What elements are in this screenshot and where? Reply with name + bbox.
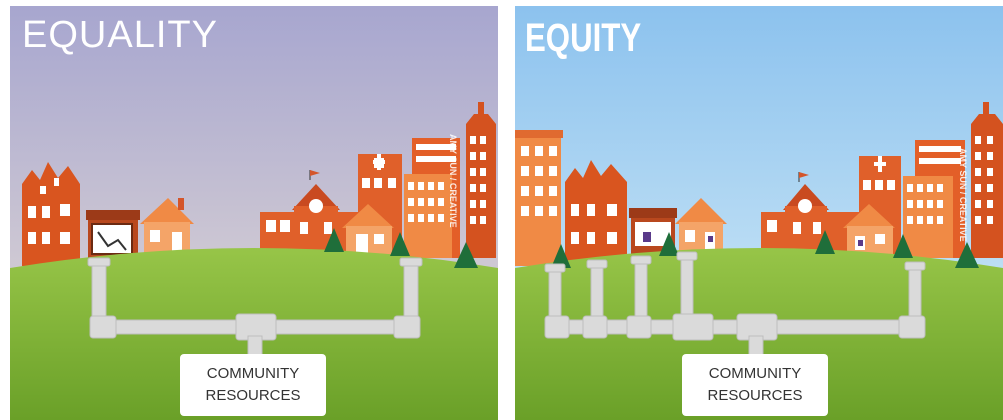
equality-panel: EQUALITY AMY SUN / CREATIVE COMMUNITY RE…: [10, 6, 498, 420]
resources-label-line2: RESOURCES: [205, 387, 301, 404]
pipe-network: [544, 251, 926, 357]
house: [675, 198, 727, 256]
resources-label-line1: COMMUNITY: [708, 365, 802, 382]
equity-illustration: [515, 6, 1003, 420]
apartment-tower: [515, 130, 563, 266]
artist-credit: AMY SUN / CREATIVE: [958, 148, 968, 242]
office-tower: [903, 102, 1003, 258]
artist-credit: AMY SUN / CREATIVE: [448, 134, 458, 228]
office-tower: [404, 102, 496, 258]
community-resources-box: COMMUNITY RESOURCES: [682, 354, 828, 416]
panel-title: EQUITY: [525, 16, 642, 60]
apartment-building: [565, 160, 627, 266]
equality-illustration: [10, 6, 498, 420]
apartment-building: [22, 162, 80, 266]
tree-icon: [551, 230, 979, 268]
tree-icon: [324, 228, 478, 268]
panel-title: EQUALITY: [22, 14, 218, 56]
pipe-network: [87, 257, 423, 357]
community-resources-box: COMMUNITY RESOURCES: [180, 354, 326, 416]
resources-label-line2: RESOURCES: [707, 387, 803, 404]
equity-panel: EQUITY AMY SUN / CREATIVE COMMUNITY RESO…: [515, 6, 1003, 420]
resources-label-line1: COMMUNITY: [206, 365, 300, 382]
